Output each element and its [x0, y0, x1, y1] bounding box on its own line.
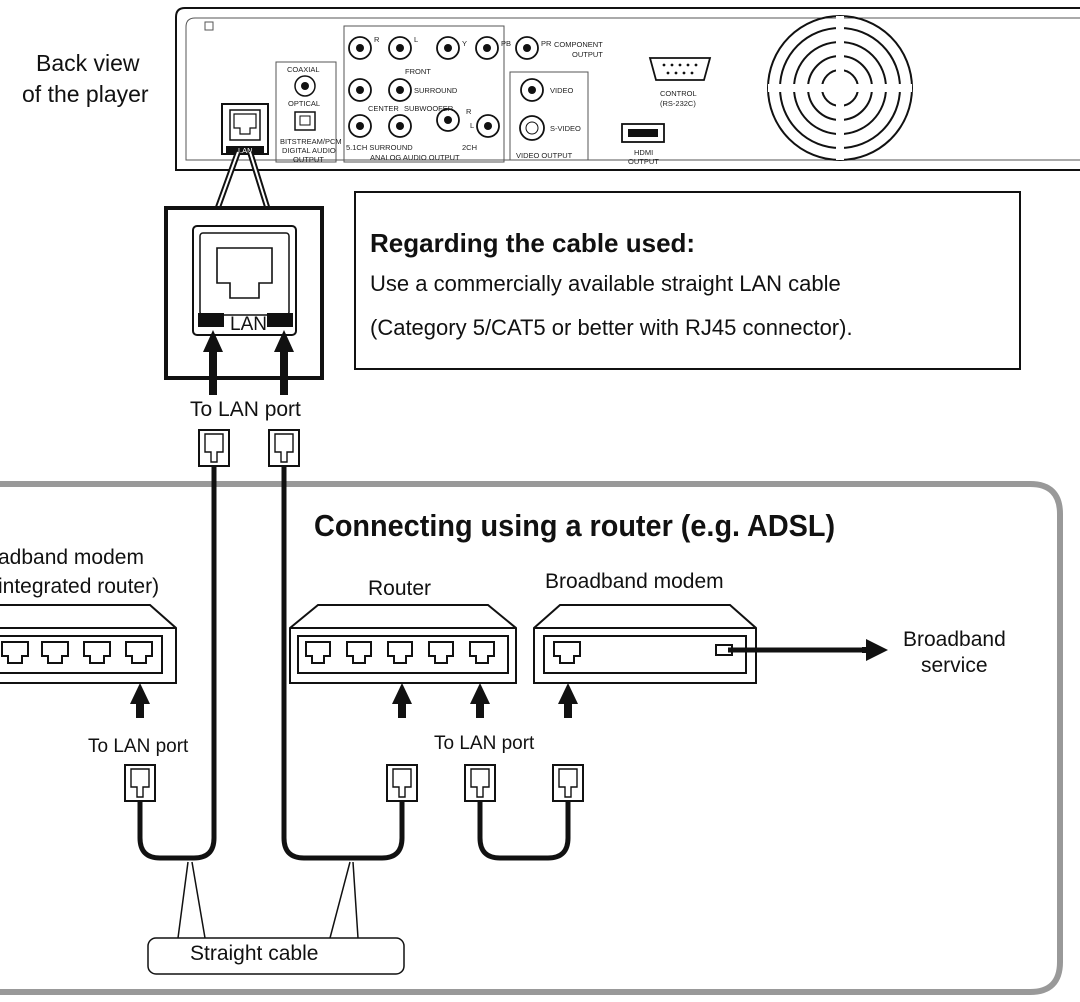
digital-output-label: OUTPUT: [293, 155, 324, 164]
note-line2: (Category 5/CAT5 or better with RJ45 con…: [370, 315, 853, 340]
front-label: FRONT: [405, 67, 431, 76]
router-label: Router: [368, 577, 432, 600]
broadband-modem-device: [533, 604, 757, 684]
plug-router-to-modem: [464, 764, 496, 802]
subwoofer-label: SUBWOOFER: [404, 104, 454, 113]
rs232c-label: (RS-232C): [660, 99, 696, 108]
component-label: COMPONENT: [554, 40, 603, 49]
broadband-service-line2: service: [921, 654, 988, 677]
left-device-label-line1: adband modem: [0, 546, 144, 569]
svideo-label: S-VIDEO: [550, 124, 581, 133]
small-lan-label: LAN: [238, 146, 253, 155]
lan-zoom-label: LAN: [230, 314, 267, 335]
plug-modem: [552, 764, 584, 802]
two-ch-label: 2CH: [462, 143, 477, 152]
video-group: VIDEO S-VIDEO VIDEO OUTPUT: [509, 71, 589, 161]
straight-cable-label: Straight cable: [190, 942, 319, 965]
plug-left-device: [124, 764, 156, 802]
component-output-label: OUTPUT: [572, 50, 603, 59]
player-caption-line2: of the player: [22, 81, 149, 107]
note-title: Regarding the cable used:: [370, 228, 696, 258]
component-group: Y PB PR COMPONENT OUTPUT: [436, 36, 603, 60]
lan-zoom-callout: LAN: [164, 150, 324, 380]
player-caption-line1: Back view: [36, 50, 140, 76]
digital-audio-group: COAXIAL OPTICAL BITSTREAM/PCM DIGITAL AU…: [275, 61, 342, 164]
device-arrows: [130, 683, 578, 718]
optical-label: OPTICAL: [288, 99, 320, 108]
plug-top-right: [268, 429, 300, 467]
to-lan-port-top-label: To LAN port: [190, 398, 301, 421]
modem-label: Broadband modem: [545, 570, 724, 593]
digital-audio-label: DIGITAL AUDIO: [282, 146, 336, 155]
analog-l-label: L: [414, 35, 418, 44]
plug-top-left: [198, 429, 230, 467]
hdmi-group: HDMI OUTPUT: [621, 123, 665, 166]
router-section-title: Connecting using a router (e.g. ADSL): [314, 508, 836, 543]
router-device: [289, 604, 517, 684]
five-one-label: 5.1CH SURROUND: [346, 143, 413, 152]
analog-output-label: ANALOG AUDIO OUTPUT: [370, 153, 460, 162]
cable-note-box: [354, 191, 1021, 370]
analog-r-label: R: [374, 35, 380, 44]
two-ch-r-label: R: [466, 107, 472, 116]
two-ch-l-label: L: [470, 121, 474, 130]
straight-cable-callout: [147, 861, 405, 975]
cables: [137, 466, 571, 861]
to-lan-port-mid-label: To LAN port: [434, 733, 535, 754]
fan-grille: [767, 15, 913, 161]
service-line: [728, 639, 888, 661]
video-output-label: VIDEO OUTPUT: [516, 151, 573, 160]
broadband-service-line1: Broadband: [903, 628, 1006, 651]
component-pr-label: PR: [541, 39, 552, 48]
to-lan-port-left-label: To LAN port: [88, 736, 189, 757]
hdmi-label: HDMI: [634, 148, 653, 157]
video-label: VIDEO: [550, 86, 574, 95]
small-lan-port: LAN: [221, 103, 269, 155]
plug-router: [386, 764, 418, 802]
component-pb-label: PB: [501, 39, 511, 48]
bitstream-label: BITSTREAM/PCM: [280, 137, 342, 146]
control-label: CONTROL: [660, 89, 697, 98]
lan-arrows: [203, 330, 294, 395]
player-back-panel: LAN COAXIAL OPTICAL BITSTREAM/PCM DIGITA…: [175, 7, 1080, 171]
hdmi-output-label: OUTPUT: [628, 157, 659, 166]
router-section-frame: [0, 481, 1063, 995]
center-label: CENTER: [368, 104, 399, 113]
left-device-label-line2: integrated router): [0, 575, 160, 598]
coaxial-label: COAXIAL: [287, 65, 320, 74]
component-y-label: Y: [462, 39, 467, 48]
surround-label: SURROUND: [414, 86, 458, 95]
analog-audio-group: R L FRONT SURROUND CENTER SUBWOOFER R L …: [343, 25, 505, 163]
control-port-group: CONTROL (RS-232C): [648, 57, 712, 108]
note-line1: Use a commercially available straight LA…: [370, 271, 841, 296]
left-modem-router: [0, 604, 177, 684]
